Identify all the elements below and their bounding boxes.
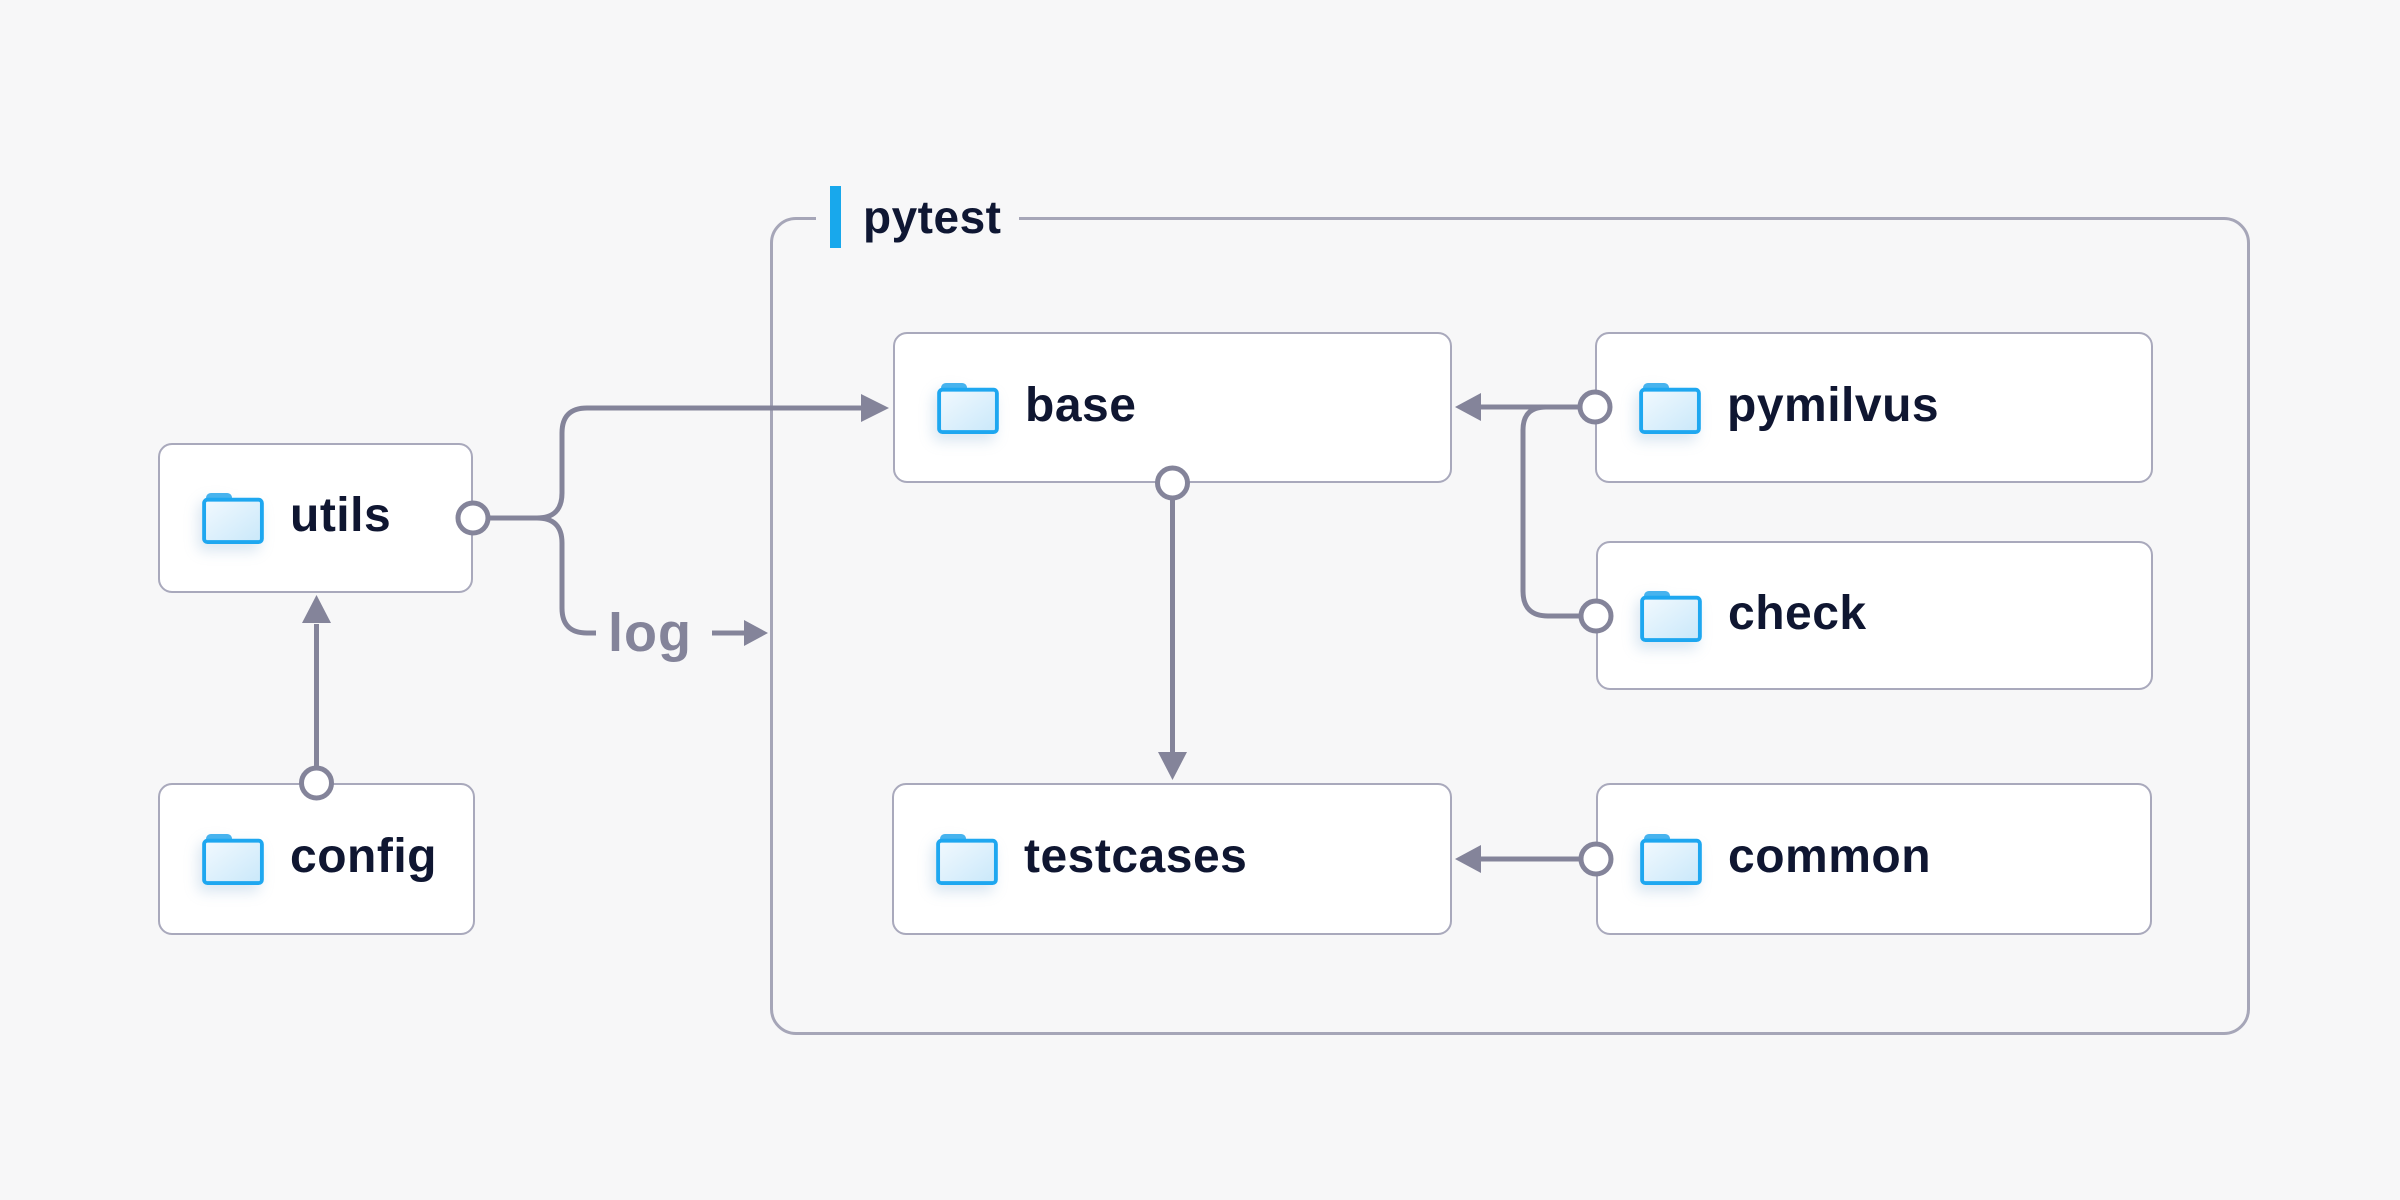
node-check: check (1596, 541, 2153, 690)
node-label: common (1728, 830, 1932, 883)
node-label: base (1025, 378, 1137, 432)
node-label: utils (290, 489, 392, 542)
folder-icon (202, 833, 264, 885)
folder-icon (1639, 382, 1701, 434)
node-label: testcases (1024, 830, 1248, 883)
node-config: config (158, 783, 475, 935)
arrowhead-up-icon (302, 595, 331, 623)
arrowhead-right-icon (744, 620, 768, 646)
folder-icon (202, 492, 264, 544)
folder-icon (1640, 833, 1702, 885)
log-edge-label: log (608, 603, 692, 663)
node-pymilvus: pymilvus (1595, 332, 2153, 483)
folder-icon (936, 833, 998, 885)
pytest-container-title: pytest (863, 191, 1002, 243)
node-label: check (1728, 586, 1867, 640)
node-testcases: testcases (892, 783, 1452, 935)
node-label: pymilvus (1727, 378, 1940, 432)
node-base: base (893, 332, 1452, 483)
node-utils: utils (158, 443, 473, 593)
folder-icon (1640, 590, 1702, 642)
node-label: config (290, 830, 437, 883)
accent-bar-icon (830, 186, 841, 248)
node-common: common (1596, 783, 2152, 935)
pytest-container-label: pytest (816, 184, 1020, 250)
pytest-container (770, 217, 2250, 1035)
edge-config-utils (299, 595, 334, 801)
folder-icon (937, 382, 999, 434)
